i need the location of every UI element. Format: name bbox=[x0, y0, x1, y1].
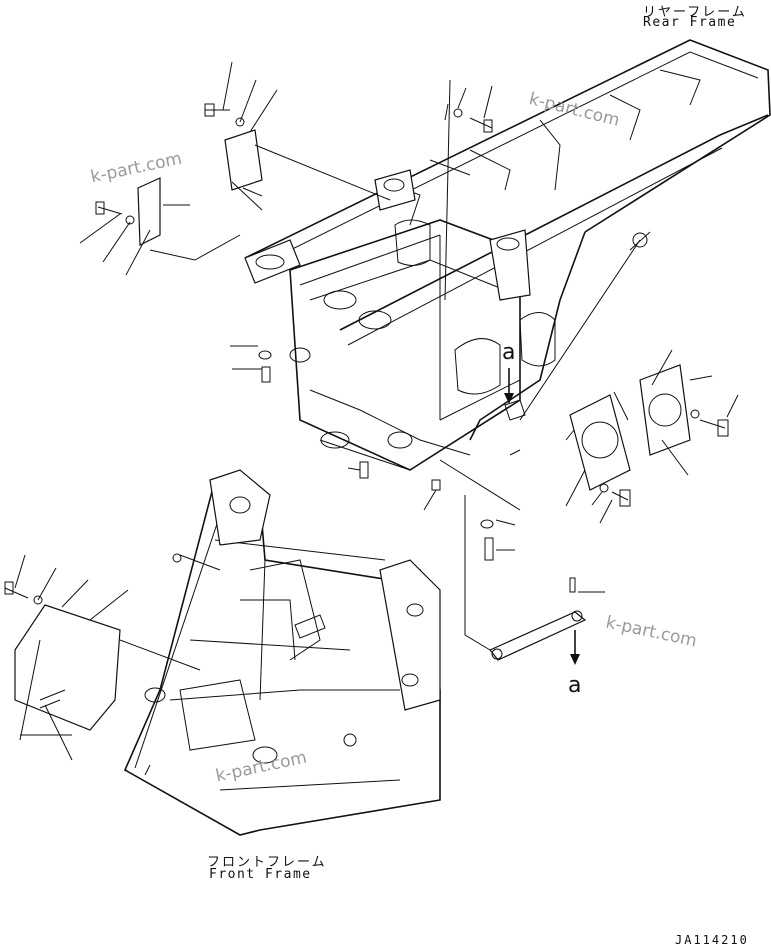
cover-plates bbox=[14, 129, 691, 731]
reference-a-lower: a bbox=[568, 673, 582, 698]
front-frame-label-jp: フロントフレーム bbox=[207, 855, 327, 870]
stay-bar bbox=[489, 399, 587, 661]
leader-lines bbox=[14, 61, 739, 761]
drawing-code: JA114210 bbox=[675, 933, 749, 947]
front-frame-label-en: Front Frame bbox=[209, 867, 312, 882]
rear-frame-label-jp: リヤーフレーム bbox=[643, 5, 747, 20]
rear-frame bbox=[244, 39, 771, 471]
front-frame bbox=[123, 469, 441, 836]
reference-arrows bbox=[504, 368, 580, 665]
reference-a-upper: a bbox=[502, 340, 516, 365]
rear-frame-label-en: Rear Frame bbox=[643, 15, 737, 30]
fasteners bbox=[4, 103, 729, 605]
